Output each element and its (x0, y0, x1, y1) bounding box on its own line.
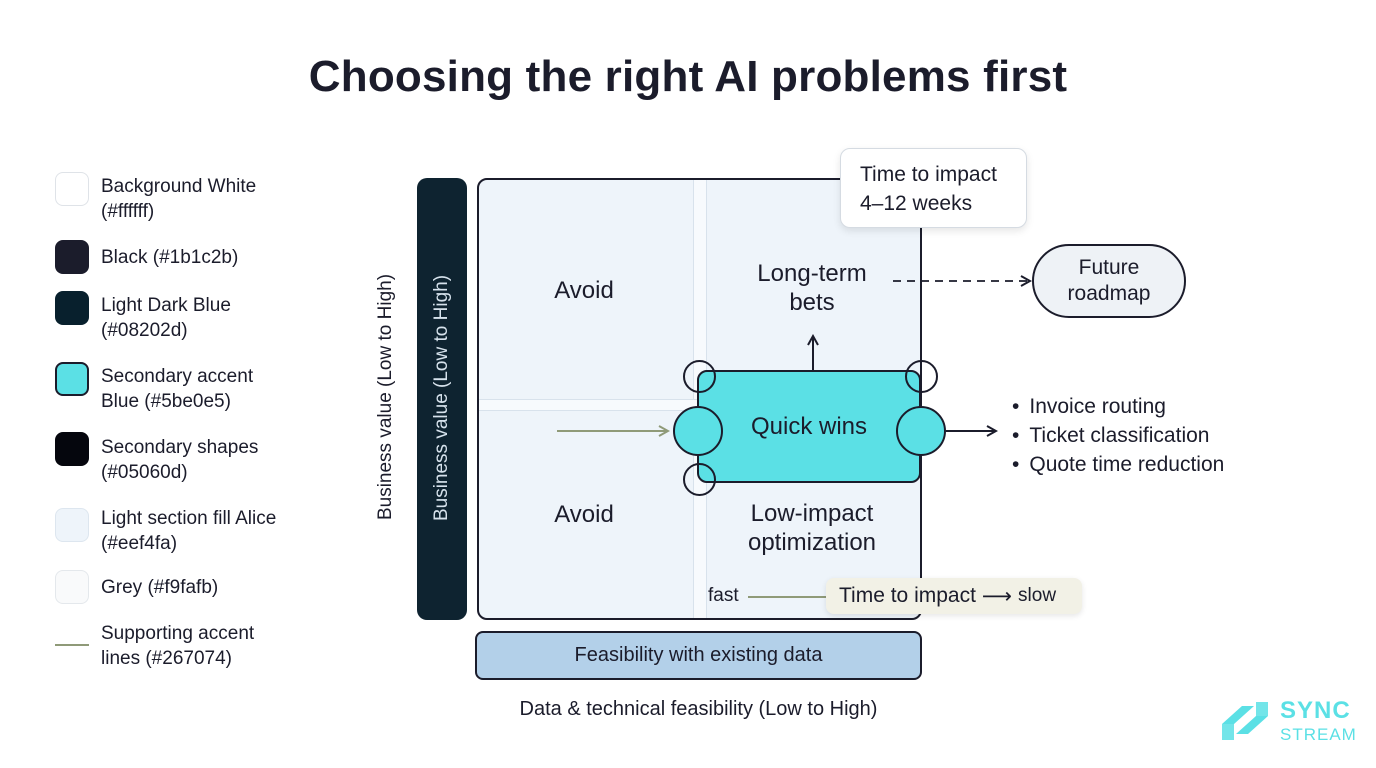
handle-circle-bottom-left (683, 463, 716, 496)
handle-circle-top-right (905, 360, 938, 393)
future-roadmap-node: Future roadmap (1032, 244, 1186, 318)
syncstream-logo: SYNC STREAM (1218, 694, 1368, 750)
x-axis-bar: Feasibility with existing data (475, 631, 922, 680)
quick-wins-box: Quick wins (697, 370, 921, 483)
list-item: Invoice routing (1012, 392, 1224, 421)
handle-circle-top-left (683, 360, 716, 393)
legend-label: Supporting accent lines (#267074) (101, 623, 255, 669)
legend-label: Grey (#f9fafb) (101, 577, 219, 598)
legend-label: Light Dark Blue (#08202d) (101, 295, 231, 341)
legend-label: Secondary shapes (#05060d) (101, 437, 259, 483)
examples-list: Invoice routing Ticket classification Qu… (1012, 392, 1224, 479)
logo-text: SYNC (1280, 697, 1351, 724)
x-axis-bar-label: Feasibility with existing data (574, 644, 823, 666)
x-axis-label: Data & technical feasibility (Low to Hig… (519, 698, 878, 720)
time-fast-label: fast (708, 585, 739, 606)
y-axis-bar: Business value (Low to High) (417, 178, 467, 620)
legend-swatch-black (55, 240, 89, 274)
legend-swatch-accent-line (55, 644, 89, 646)
legend-label: Black (#1b1c2b) (101, 247, 239, 268)
quadrant-top-right-label: Long-term bets (757, 260, 867, 316)
legend-label: Light section fill Alice (#eef4fa) (101, 508, 277, 554)
quadrant-top-left-label: Avoid (554, 277, 614, 304)
quick-wins-label: Quick wins (750, 412, 868, 440)
quadrant-bottom-left-label: Avoid (554, 501, 614, 528)
quadrant-bottom-right-label: Low-impact optimization (747, 500, 877, 556)
page-title: Choosing the right AI problems first (308, 52, 1068, 101)
time-scale-arrow: ⟶ (981, 584, 1013, 608)
legend-label: Background White (#ffffff) (101, 176, 257, 222)
time-scale-label: Time to impact (839, 584, 976, 607)
legend-swatch-secondary-shapes (55, 432, 89, 466)
handle-circle-left (673, 406, 723, 456)
legend-swatch-light-dark-blue (55, 291, 89, 325)
legend-swatch-white (55, 172, 89, 206)
list-item: Quote time reduction (1012, 450, 1224, 479)
handle-circle-right (896, 406, 946, 456)
time-slow-label: slow (1018, 585, 1057, 606)
time-to-impact-scale: Time to impact ⟶ slow (826, 578, 1082, 614)
list-item: Ticket classification (1012, 421, 1224, 450)
legend-label: Secondary accent Blue (#5be0e5) (101, 366, 254, 412)
logo-icon (1222, 702, 1268, 740)
logo-subtext: STREAM (1280, 725, 1357, 744)
time-to-impact-callout: Time to impact 4–12 weeks (840, 148, 1027, 228)
legend-swatch-grey (55, 570, 89, 604)
legend-swatch-accent-blue (55, 362, 89, 396)
legend-swatch-alice (55, 508, 89, 542)
